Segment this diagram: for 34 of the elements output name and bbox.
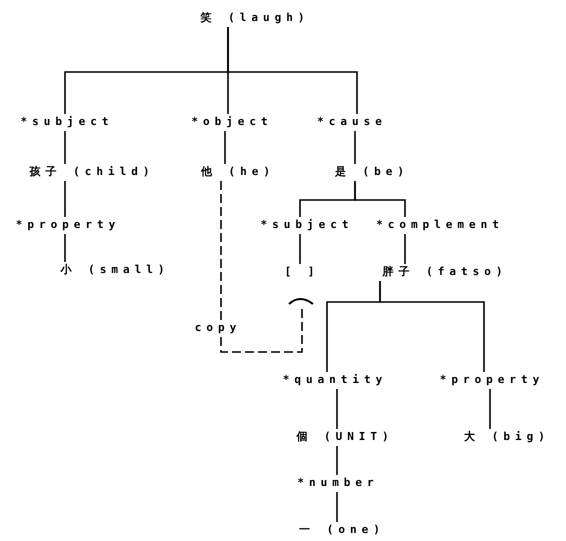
tree-label: 是 (be) bbox=[334, 165, 410, 179]
tree-label: 一 (one) bbox=[299, 523, 385, 537]
connector-line bbox=[354, 181, 406, 217]
tree-label: *subject bbox=[260, 218, 354, 232]
tree-label: 小 (small) bbox=[60, 263, 170, 277]
tree-label: *number bbox=[297, 476, 379, 490]
tree-label: 胖子 (fatso) bbox=[382, 265, 508, 279]
tree-label: *complement bbox=[376, 218, 504, 232]
connector-line bbox=[64, 234, 66, 262]
tree-label: 孩子 (child) bbox=[30, 165, 154, 179]
connector-line bbox=[379, 281, 485, 372]
connector-line bbox=[64, 131, 66, 164]
tree-label: [ ] bbox=[284, 265, 320, 279]
connector-line bbox=[224, 131, 226, 164]
tree-label: *quantity bbox=[282, 373, 388, 387]
connector-line bbox=[404, 234, 406, 264]
tree-label: 個 (UNIT) bbox=[296, 430, 394, 444]
tree-label: *cause bbox=[317, 115, 387, 129]
tree-label: 笑 (laugh) bbox=[200, 11, 310, 25]
connector-line bbox=[64, 181, 66, 217]
tree-label: 他 (he) bbox=[200, 165, 276, 179]
tree-label: *property bbox=[16, 218, 120, 232]
connector-line bbox=[354, 131, 356, 164]
tree-label: *property bbox=[440, 373, 544, 387]
connector-line bbox=[336, 492, 338, 522]
connector-line bbox=[299, 234, 301, 264]
connector-line bbox=[220, 181, 303, 353]
tree-label: *subject bbox=[20, 115, 114, 129]
connector-line bbox=[489, 389, 491, 429]
connector-line bbox=[336, 446, 338, 475]
tree-label: 大 (big) bbox=[464, 430, 550, 444]
connector-line bbox=[227, 27, 358, 114]
tree-label: *object bbox=[191, 115, 273, 129]
connector-line bbox=[336, 389, 338, 429]
